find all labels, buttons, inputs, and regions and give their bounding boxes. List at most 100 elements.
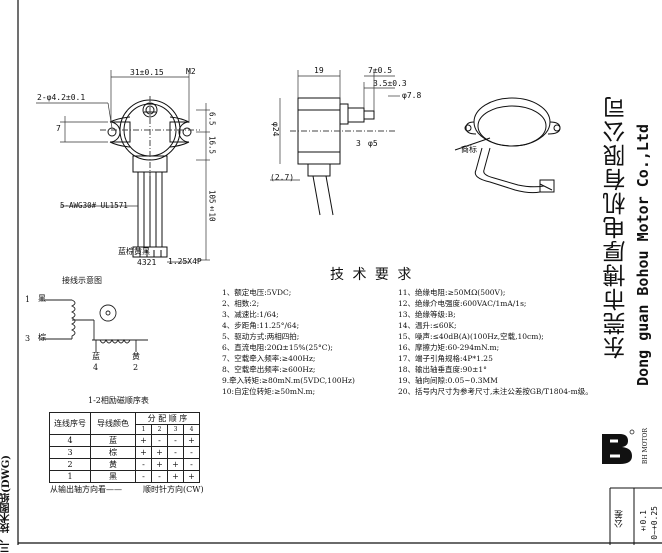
req-item: 11、绝缘电阻:≥50MΩ(500V); <box>398 288 506 297</box>
bh-motor-logo <box>598 428 638 468</box>
req-item: 2、相数:2; <box>222 299 260 308</box>
cell-v: + <box>167 458 184 471</box>
req-item: 20、括号内尺寸为参考尺寸,未注公差按GB/T1804-m级。 <box>398 387 593 396</box>
req-item: 4、步距角:11.25°/64; <box>222 321 300 330</box>
wire-spec: 5-AWG30# UL1571 <box>60 201 128 210</box>
dim-7: 7 <box>56 124 61 133</box>
req-item: 14、温升:≤60K; <box>398 321 457 330</box>
tolerance-label: 公差 <box>615 510 625 528</box>
cell-v: - <box>135 458 152 471</box>
req-item: 5、驱动方式:两相四拍; <box>222 332 300 341</box>
req-item: 8、空载牵出频率:≥600Hz; <box>222 365 316 374</box>
dim-body-dia: φ24 <box>271 122 280 137</box>
direction-left: 从输出轴方向看—— <box>50 485 122 494</box>
req-item: 3、减速比:1/64; <box>222 310 279 319</box>
req-item: 19、轴向间隙:0.05~0.3MM <box>398 376 498 385</box>
pin-4-color: 蓝 <box>92 352 100 361</box>
req-item: 15、噪声:≤40dB(A)(100Hz,空载,10cm); <box>398 332 544 341</box>
cell-color: 蓝 <box>90 434 136 447</box>
section-title: 三、技术图纸(DWG) <box>1 455 12 553</box>
direction-right: 顺时针方向(CW) <box>143 485 204 494</box>
cell-v: + <box>183 470 200 483</box>
pin-2: 2 <box>133 363 139 372</box>
th-step: 3 <box>167 424 184 435</box>
iso-view-motor <box>454 97 561 194</box>
cell-v: - <box>167 434 184 447</box>
pin-1-color: 黑 <box>38 294 46 303</box>
table-row: 4 蓝 + - - + <box>49 434 200 447</box>
cell-v: - <box>151 470 168 483</box>
wiring-title: 接线示意图 <box>62 276 102 285</box>
tolerance-2: 0~+0.25 <box>650 506 659 540</box>
th-step: 1 <box>135 424 152 435</box>
cell-color: 棕 <box>90 446 136 459</box>
req-item: 6、直流电阻:20Ω±15%(25°C); <box>222 343 333 352</box>
cell-seq: 2 <box>49 458 91 471</box>
sequence-caption: 1-2相励磁顺序表 <box>88 396 149 405</box>
pin-4: 4 <box>93 363 99 372</box>
req-item: 12、绝缘介电强度:600VAC/1mA/1s; <box>398 299 527 308</box>
cell-v: - <box>183 446 200 459</box>
company-name-en: Dong guan Bohou Motor Co.,Ltd <box>634 124 652 386</box>
table-row: 3 棕 + + - - <box>49 446 200 459</box>
cell-v: - <box>167 446 184 459</box>
cell-v: + <box>135 446 152 459</box>
dim-19: 19 <box>314 66 324 75</box>
req-item: 10:自定位转矩:≥50mN.m; <box>222 387 316 396</box>
dim-flat: 3 <box>356 139 361 148</box>
side-view-motor <box>297 97 375 216</box>
dim-2-7: (2.7) <box>270 173 295 182</box>
th-seq: 连线序号 <box>49 412 91 435</box>
requirements-title: 技 术 要 求 <box>330 267 414 283</box>
cell-v: + <box>167 470 184 483</box>
cell-v: - <box>135 470 152 483</box>
pin-3: 3 <box>25 334 31 343</box>
cell-v: + <box>183 434 200 447</box>
pin-2-color: 黄 <box>132 352 140 361</box>
table-row: 1 黑 - - + + <box>49 470 200 483</box>
req-item: 13、绝缘等级:B; <box>398 310 456 319</box>
th-group: 分 配 顺 序 <box>135 412 200 425</box>
th-color: 导线颜色 <box>90 412 136 435</box>
wiring-diagram <box>40 299 148 352</box>
connector-spec: 1.25X4P <box>168 257 202 266</box>
dim-shaft-dia: φ7.8 <box>402 91 422 100</box>
dim-3-5: 3.5±0.3 <box>373 79 407 88</box>
table-row: 2 黄 - + + - <box>49 458 200 471</box>
cell-seq: 1 <box>49 470 91 483</box>
pin-1: 1 <box>25 295 31 304</box>
dim-m2: M2 <box>186 67 196 76</box>
dim-width: 31±0.15 <box>130 68 164 77</box>
cell-seq: 4 <box>49 434 91 447</box>
cell-color: 黄 <box>90 458 136 471</box>
company-name-cn: 东莞市博厚电机有限公司 <box>604 95 630 359</box>
req-item: 16、摩擦力矩:60-294mN.m; <box>398 343 500 352</box>
req-item: 7、空载牵入频率:≥400Hz; <box>222 354 316 363</box>
wire-colors: 蓝棕黄黑 <box>118 247 150 256</box>
cell-v: + <box>135 434 152 447</box>
nameplate-label: 商标 <box>461 145 477 154</box>
tolerance-1: ±0.1 <box>639 510 648 534</box>
req-item: 9.牵入转矩:≥80mN.m(5VDC,100Hz) <box>222 376 355 385</box>
logo-text: BH MOTOR <box>642 428 649 465</box>
logo-mark-icon <box>602 429 635 464</box>
req-item: 18、输出轴垂直度:90±1° <box>398 365 487 374</box>
dim-16-5: 16.5 <box>207 136 217 155</box>
cell-v: + <box>151 446 168 459</box>
cell-seq: 3 <box>49 446 91 459</box>
dim-shaft-d5: φ5 <box>368 139 378 148</box>
th-step: 2 <box>151 424 168 435</box>
dim-7-0-5: 7±0.5 <box>368 66 393 75</box>
pin-3-color: 棕 <box>38 333 46 342</box>
cell-color: 黑 <box>90 470 136 483</box>
cell-v: + <box>151 458 168 471</box>
dim-hole: 2-φ4.2±0.1 <box>37 93 86 102</box>
excitation-table: 连线序号 导线颜色 分 配 顺 序 1 2 3 4 4 蓝 + - - + 3 … <box>49 412 200 483</box>
cell-v: - <box>151 434 168 447</box>
th-step: 4 <box>183 424 200 435</box>
req-item: 1、额定电压:5VDC; <box>222 288 292 297</box>
dim-6-5: 6.5 <box>207 112 217 126</box>
req-item: 17、端子引角规格:4P*1.25 <box>398 354 493 363</box>
connector-pins: 4321 <box>137 258 157 267</box>
